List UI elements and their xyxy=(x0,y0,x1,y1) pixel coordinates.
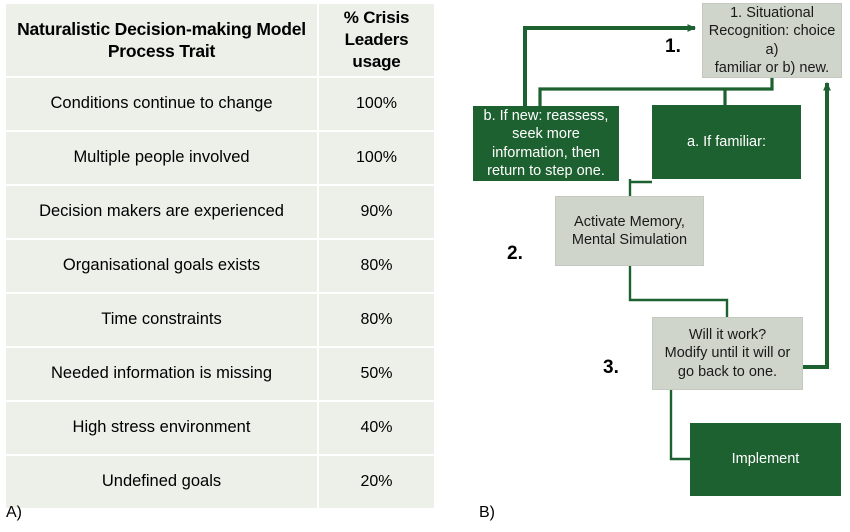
node-activate-memory[interactable]: Activate Memory, Mental Simulation xyxy=(555,196,704,266)
trait-cell: Time constraints xyxy=(6,293,319,348)
node-will-it-work[interactable]: Will it work? Modify until it will or go… xyxy=(652,317,803,390)
step-number-3: 3. xyxy=(603,357,619,378)
table-row: Organisational goals exists 80% xyxy=(6,239,434,294)
table-row: Undefined goals 20% xyxy=(6,455,434,508)
node-if-familiar-label: a. If familiar: xyxy=(687,133,766,150)
table-row: Conditions continue to change 100% xyxy=(6,77,434,132)
node-situational-line-2: Recognition: choice a) xyxy=(708,23,836,58)
column-header-trait-line-1: Naturalistic Decision-making Model xyxy=(17,18,306,39)
node-situational-line-3: familiar or b) new. xyxy=(714,59,830,76)
step-number-2: 2. xyxy=(507,243,523,264)
column-header-trait: Naturalistic Decision-making Model Proce… xyxy=(6,4,319,78)
panel-b-label: B) xyxy=(479,504,495,521)
flowchart-connectors xyxy=(523,24,831,461)
percent-cell: 20% xyxy=(318,455,434,508)
column-header-percent: % Crisis Leaders usage xyxy=(318,4,434,78)
connector-situational-to-if-new xyxy=(538,78,774,106)
table-row: Decision makers are experienced 90% xyxy=(6,185,434,240)
node-if-new[interactable]: b. If new: reassess, seek more informati… xyxy=(473,106,619,181)
step-number-1: 1. xyxy=(665,36,681,57)
trait-cell: Needed information is missing xyxy=(6,347,319,402)
table-row: Time constraints 80% xyxy=(6,293,434,348)
node-activate-line-2: Mental Simulation xyxy=(571,232,688,248)
percent-cell: 100% xyxy=(318,77,434,132)
connector-will-work-to-implement xyxy=(669,390,690,461)
table-row: Multiple people involved 100% xyxy=(6,131,434,186)
trait-cell: Conditions continue to change xyxy=(6,77,319,132)
panel-b-diagram: 1. Situational Recognition: choice a) fa… xyxy=(455,0,850,532)
percent-cell: 100% xyxy=(318,131,434,186)
trait-cell: High stress environment xyxy=(6,401,319,456)
trait-cell: Multiple people involved xyxy=(6,131,319,186)
connector-if-new-to-situational xyxy=(523,24,697,106)
table-row: Needed information is missing 50% xyxy=(6,347,434,402)
ndm-trait-table: Naturalistic Decision-making Model Proce… xyxy=(6,4,434,508)
node-implement-label: Implement xyxy=(731,451,800,468)
connector-will-work-to-situational xyxy=(803,81,831,369)
table-header-row: Naturalistic Decision-making Model Proce… xyxy=(6,4,434,78)
column-header-trait-line-2: Process Trait xyxy=(107,41,216,61)
trait-cell: Decision makers are experienced xyxy=(6,185,319,240)
percent-cell: 50% xyxy=(318,347,434,402)
node-if-new-line-4: return to step one. xyxy=(487,162,605,179)
node-if-new-line-1: b. If new: reassess, xyxy=(483,108,609,125)
node-activate-line-1: Activate Memory, xyxy=(574,213,685,230)
node-if-new-line-3: information, then xyxy=(491,144,600,161)
node-will-work-line-2: Modify until it will or xyxy=(664,345,791,362)
column-header-percent-line-1: % Crisis xyxy=(343,8,410,28)
node-if-new-line-2: seek more xyxy=(512,126,580,143)
panel-a-table: Naturalistic Decision-making Model Proce… xyxy=(6,4,434,521)
percent-cell: 40% xyxy=(318,401,434,456)
node-situational-line-1: 1. Situational xyxy=(730,5,814,22)
column-header-percent-line-2: Leaders usage xyxy=(344,30,409,71)
node-will-work-line-1: Will it work? xyxy=(688,327,767,344)
table-row: High stress environment 40% xyxy=(6,401,434,456)
panel-a-label: A) xyxy=(6,504,22,521)
percent-cell: 80% xyxy=(318,293,434,348)
connector-activate-to-will-work xyxy=(628,266,729,317)
percent-cell: 80% xyxy=(318,239,434,294)
node-if-familiar[interactable]: a. If familiar: xyxy=(652,105,801,179)
trait-cell: Organisational goals exists xyxy=(6,239,319,294)
node-implement[interactable]: Implement xyxy=(690,423,841,496)
trait-cell: Undefined goals xyxy=(6,455,319,508)
node-situational-recognition[interactable]: 1. Situational Recognition: choice a) fa… xyxy=(702,3,842,78)
percent-cell: 90% xyxy=(318,185,434,240)
node-will-work-line-3: go back to one. xyxy=(677,363,778,380)
